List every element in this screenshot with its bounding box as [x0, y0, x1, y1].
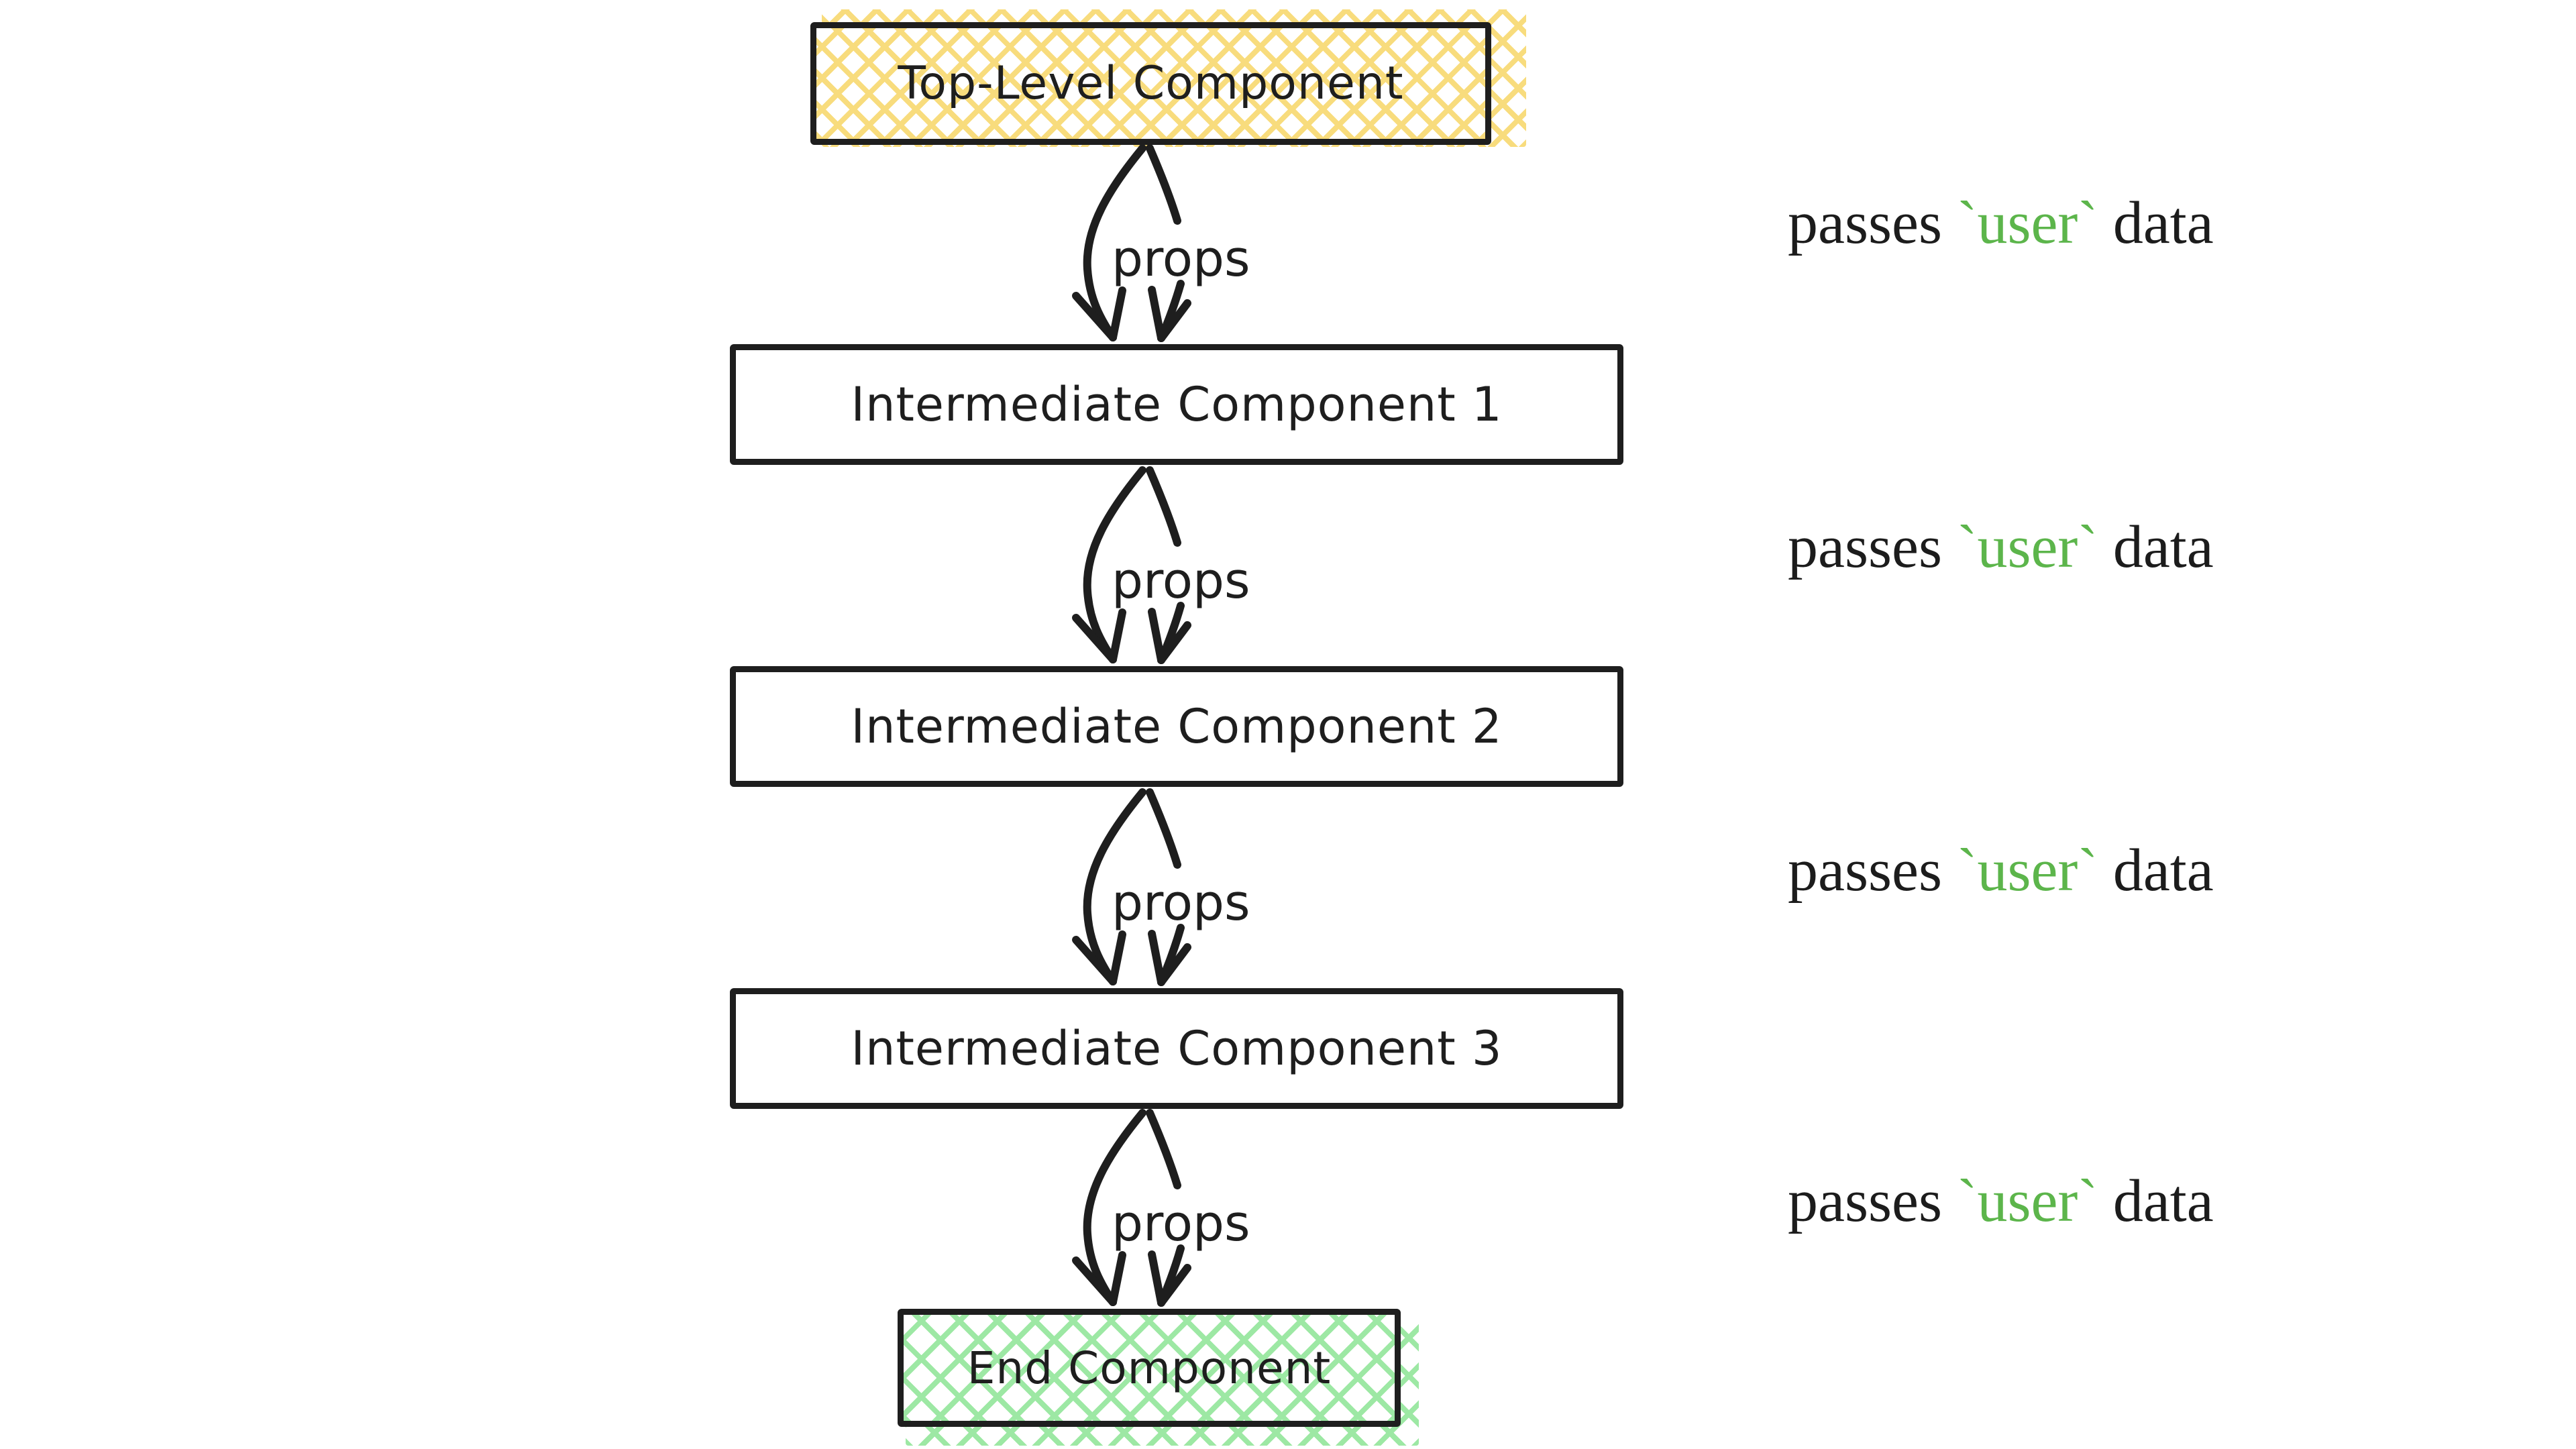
annotation-prefix: passes [1788, 1168, 1957, 1234]
annotation-code-user: `user` [1957, 1168, 2098, 1234]
edge-label-props-4: props [1112, 1195, 1250, 1252]
annotation-prefix: passes [1788, 837, 1957, 904]
node-intermediate-component-2: Intermediate Component 2 [730, 666, 1623, 787]
edge-label-props-3: props [1112, 874, 1250, 932]
annotation-code-user: `user` [1957, 837, 2098, 904]
annotation-passes-user-data-3: passes `user` data [1788, 837, 2214, 904]
annotation-prefix: passes [1788, 514, 1957, 580]
node-end-component: End Component [898, 1309, 1401, 1427]
node-intermediate-component-1: Intermediate Component 1 [730, 344, 1623, 465]
annotation-prefix: passes [1788, 190, 1957, 256]
node-label: Intermediate Component 1 [851, 377, 1503, 432]
annotation-suffix: data [2098, 514, 2214, 580]
node-label: Top-Level Component [898, 57, 1404, 110]
edge-label-props-1: props [1112, 230, 1250, 288]
annotation-code-user: `user` [1957, 514, 2098, 580]
annotation-suffix: data [2098, 190, 2214, 256]
edge-label-props-2: props [1112, 552, 1250, 610]
node-intermediate-component-3: Intermediate Component 3 [730, 988, 1623, 1109]
node-label: End Component [967, 1342, 1332, 1394]
annotation-passes-user-data-1: passes `user` data [1788, 190, 2214, 256]
node-top-level-component: Top-Level Component [810, 22, 1491, 145]
node-label: Intermediate Component 3 [851, 1021, 1503, 1076]
annotation-passes-user-data-2: passes `user` data [1788, 514, 2214, 580]
annotation-passes-user-data-4: passes `user` data [1788, 1168, 2214, 1234]
annotation-suffix: data [2098, 1168, 2214, 1234]
node-label: Intermediate Component 2 [851, 699, 1503, 754]
annotation-suffix: data [2098, 837, 2214, 904]
annotation-code-user: `user` [1957, 190, 2098, 256]
